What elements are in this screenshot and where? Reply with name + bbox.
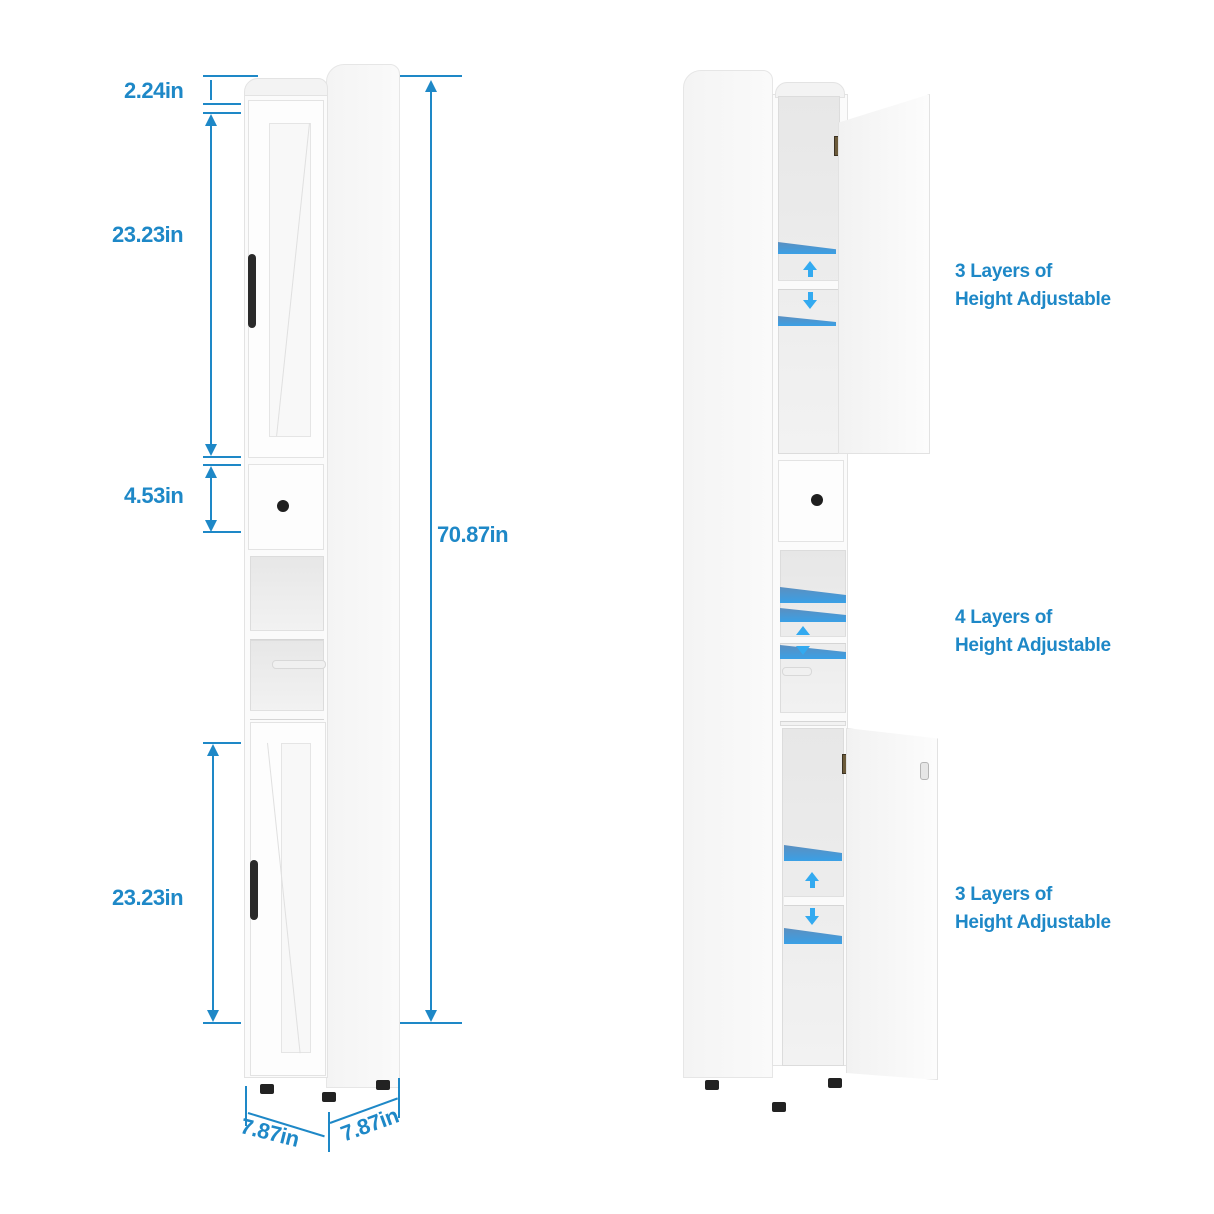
adjustable-shelf-highlight [778, 316, 836, 326]
open-shelf-upper [250, 556, 324, 634]
drawer[interactable] [248, 464, 324, 550]
feature-label-line1: 3 Layers of [955, 261, 1053, 282]
dim-arrow-down-icon [205, 444, 217, 456]
dim-label-top-gap: 2.24in [124, 78, 184, 103]
dim-label-lower-door: 23.23in [112, 885, 184, 910]
dim-line-total-height [430, 90, 432, 1018]
dim-guide-line [203, 456, 241, 458]
dim-guide-line [203, 531, 241, 533]
adjust-down-arrow-icon [796, 646, 810, 655]
lower-door-open[interactable] [846, 728, 938, 1080]
dim-guide-line [203, 742, 241, 744]
dim-label-drawer: 4.53in [124, 483, 184, 508]
feature-label-upper-shelves: 3 Layers of Height Adjustable [955, 258, 1111, 314]
upper-door-open[interactable] [838, 94, 930, 454]
open-shelf-lower [250, 640, 324, 714]
cabinet-side-panel [683, 70, 773, 1078]
lower-door-handle[interactable] [250, 860, 258, 920]
feature-label-middle-shelves: 4 Layers of Height Adjustable [955, 604, 1111, 660]
dim-line-lower-door [212, 754, 214, 1016]
cabinet-foot [772, 1102, 786, 1112]
adjust-down-arrow-icon [803, 300, 817, 309]
feature-label-line2: Height Adjustable [955, 912, 1111, 933]
feature-label-line1: 3 Layers of [955, 884, 1053, 905]
fixed-shelf [780, 636, 846, 644]
toilet-paper-rod [782, 667, 812, 676]
dim-guide-line [203, 464, 241, 466]
open-shelf-divider [250, 630, 324, 640]
dim-guide-line [203, 75, 258, 77]
dim-arrow-up-icon [205, 466, 217, 478]
dim-label-upper-door: 23.23in [112, 222, 184, 247]
adjust-arrow-stem [810, 880, 815, 888]
dim-label-width: 7.87in [237, 1113, 302, 1152]
dim-arrow-down-icon [207, 1010, 219, 1022]
adjust-arrow-stem [808, 292, 813, 300]
adjust-down-arrow-icon [805, 916, 819, 925]
dim-guide-line [203, 112, 241, 114]
dim-line-drawer [210, 476, 212, 520]
upper-door[interactable] [248, 100, 324, 458]
feature-label-line2: Height Adjustable [955, 635, 1111, 656]
feature-label-line2: Height Adjustable [955, 289, 1111, 310]
cabinet-foot [260, 1084, 274, 1094]
fixed-shelf [780, 712, 846, 722]
cabinet-foot [705, 1080, 719, 1090]
dim-arrow-up-icon [425, 80, 437, 92]
dim-guide-line [398, 1078, 400, 1118]
dim-arrow-up-icon [207, 744, 219, 756]
feature-label-lower-shelves: 3 Layers of Height Adjustable [955, 881, 1111, 937]
dim-guide-line [328, 1112, 330, 1152]
dim-line-top-gap [210, 80, 212, 100]
dim-arrow-up-icon [205, 114, 217, 126]
dim-guide-line [400, 1022, 462, 1024]
upper-door-inset-panel [269, 123, 311, 437]
adjust-up-arrow-icon [803, 261, 817, 270]
open-shelf-bottom [250, 710, 324, 720]
feature-label-line1: 4 Layers of [955, 607, 1053, 628]
cabinet-foot [828, 1078, 842, 1088]
cabinet-top-backboard [244, 78, 328, 96]
dim-guide-line [245, 1086, 247, 1126]
lower-door[interactable] [250, 722, 326, 1076]
cabinet-side-panel [326, 64, 400, 1088]
adjust-arrow-stem [810, 908, 815, 916]
dim-guide-line [203, 1022, 241, 1024]
fixed-shelf [778, 280, 840, 290]
dim-line-upper-door [210, 124, 212, 452]
dim-arrow-down-icon [425, 1010, 437, 1022]
upper-door-handle[interactable] [248, 254, 256, 328]
cabinet-foot [376, 1080, 390, 1090]
adjust-arrow-stem [808, 269, 813, 277]
fixed-shelf [784, 896, 844, 906]
drawer-knob[interactable] [811, 494, 823, 506]
door-latch-icon [920, 762, 929, 780]
cabinet-foot [322, 1092, 336, 1102]
lower-door-inset-panel [281, 743, 311, 1053]
dim-guide-line [400, 75, 462, 77]
drawer-knob[interactable] [277, 500, 289, 512]
toilet-paper-rod [272, 660, 326, 669]
adjust-up-arrow-icon [805, 872, 819, 881]
dim-arrow-down-icon [205, 520, 217, 532]
dim-guide-line [203, 103, 241, 105]
dim-label-total-height: 70.87in [437, 522, 509, 547]
adjust-up-arrow-icon [796, 626, 810, 635]
